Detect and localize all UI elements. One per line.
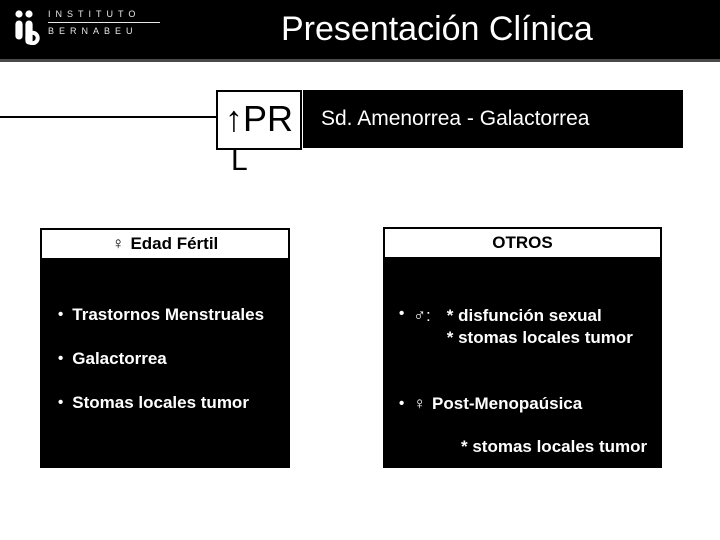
male-sub-list: * disfunción sexual * stomas locales tum… bbox=[447, 305, 633, 349]
syndrome-label: Sd. Amenorrea - Galactorrea bbox=[321, 107, 590, 130]
footnote: * stomas locales tumor bbox=[461, 437, 648, 456]
list-item-label: Galactorrea bbox=[72, 349, 167, 368]
bullet-icon: • bbox=[58, 306, 64, 323]
logo-line-bernabeu: BERNABEU bbox=[48, 26, 138, 36]
list-item: • Galactorrea bbox=[58, 350, 288, 368]
list-item-male: • ♂: * disfunción sexual * stomas locale… bbox=[399, 305, 660, 349]
list-item-label: Trastornos Menstruales bbox=[72, 305, 265, 324]
ib-logo-icon bbox=[15, 10, 40, 45]
list-item: • Trastornos Menstruales bbox=[58, 306, 288, 324]
panel-fertile-age: ♀ Edad Fértil • Trastornos Menstruales •… bbox=[40, 228, 290, 468]
male-sub-item: * stomas locales tumor bbox=[446, 328, 633, 347]
female-icon: ♀ bbox=[111, 234, 125, 253]
bullet-icon: • bbox=[58, 350, 64, 367]
syndrome-box: Sd. Amenorrea - Galactorrea bbox=[303, 90, 683, 148]
prl-label-main: ↑PR bbox=[225, 98, 294, 139]
female-label: Post-Menopaúsica bbox=[432, 394, 583, 413]
panel-otros-header: OTROS bbox=[385, 229, 660, 257]
header-bar: INSTITUTO BERNABEU Presentación Clínica bbox=[0, 0, 720, 62]
slide-title: Presentación Clínica bbox=[281, 10, 593, 48]
bullet-icon: • bbox=[58, 394, 64, 411]
logo-divider bbox=[48, 22, 160, 23]
list-item: • Stomas locales tumor bbox=[58, 394, 288, 412]
logo-line-institute: INSTITUTO bbox=[48, 9, 141, 19]
female-icon: ♀ bbox=[413, 394, 427, 413]
bullet-icon: • bbox=[399, 395, 405, 412]
panel-fertile-age-header: ♀ Edad Fértil bbox=[42, 230, 288, 258]
panel-otros-body: • ♂: * disfunción sexual * stomas locale… bbox=[385, 257, 660, 456]
male-icon: ♂: bbox=[413, 306, 431, 325]
logo-text: INSTITUTO BERNABEU bbox=[48, 9, 160, 37]
list-item-label: Stomas locales tumor bbox=[72, 393, 249, 412]
panel-fertile-age-body: • Trastornos Menstruales • Galactorrea •… bbox=[42, 258, 288, 412]
bullet-icon: • bbox=[399, 305, 405, 322]
male-sub-item: * disfunción sexual bbox=[446, 306, 602, 325]
connector-line bbox=[0, 116, 218, 118]
institute-logo: INSTITUTO BERNABEU bbox=[14, 9, 160, 45]
prl-box: ↑PR L bbox=[216, 90, 302, 176]
panel-otros-title: OTROS bbox=[492, 233, 553, 252]
list-item-female: • ♀ Post-Menopaúsica bbox=[399, 395, 660, 413]
prl-label-overflow: L bbox=[231, 144, 248, 177]
panel-fertile-age-title: Edad Fértil bbox=[130, 234, 219, 253]
panel-otros: OTROS • ♂: * disfunción sexual * stomas … bbox=[383, 227, 662, 468]
